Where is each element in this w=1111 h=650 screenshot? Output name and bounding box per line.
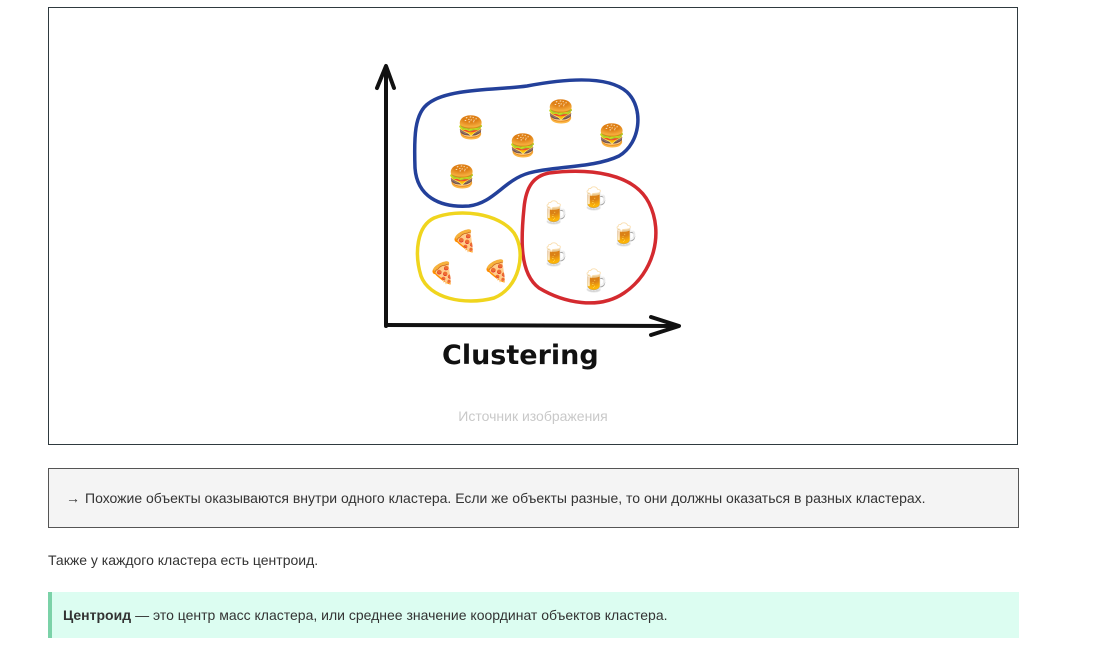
x-axis-arrowhead [649,315,681,337]
arrow-right-icon: → [66,490,80,506]
beer-mug-icon: 🍺 [581,267,608,294]
beer-mug-icon: 🍺 [541,241,568,268]
burger-icon: 🍔 [547,99,574,125]
paragraph-text: Также у каждого кластера есть центроид. [48,552,319,568]
note-text: Похожие объекты оказываются внутри одног… [85,490,926,506]
burger-icon: 🍔 [598,123,625,149]
pizza-slice-icon: 🍕 [429,260,455,285]
definition-term: Центроид [63,607,132,623]
pizza-cluster-outline [415,211,522,303]
y-axis-arrowhead [375,64,396,90]
beer-mug-icon: 🍺 [611,221,638,248]
clustering-illustration: 🍔 🍔 🍔 🍔 🍔 🍺 🍺 🍺 🍺 🍺 🍕 🍕 🍕 Clustering [375,64,681,371]
image-source-caption[interactable]: Источник изображения [458,408,608,424]
burger-icon: 🍔 [509,133,536,159]
beer-mug-icon: 🍺 [581,185,608,212]
x-axis [384,323,679,328]
burger-icon: 🍔 [457,115,484,141]
beer-mug-icon: 🍺 [541,199,568,226]
definition-text: — это центр масс кластера, или среднее з… [135,607,668,623]
figure-frame: 🍔 🍔 🍔 🍔 🍔 🍺 🍺 🍺 🍺 🍺 🍕 🍕 🍕 Clustering Ист… [48,7,1018,445]
burger-icon: 🍔 [448,164,475,190]
pizza-slice-icon: 🍕 [451,228,477,253]
definition-callout: Центроид — это центр масс кластера, или … [48,592,1019,638]
burger-cluster-outline [412,78,640,208]
note-box: → Похожие объекты оказываются внутри одн… [48,468,1019,528]
pizza-slice-icon: 🍕 [483,258,509,283]
beer-cluster-outline [520,169,658,305]
figure-label: Clustering [442,340,599,371]
